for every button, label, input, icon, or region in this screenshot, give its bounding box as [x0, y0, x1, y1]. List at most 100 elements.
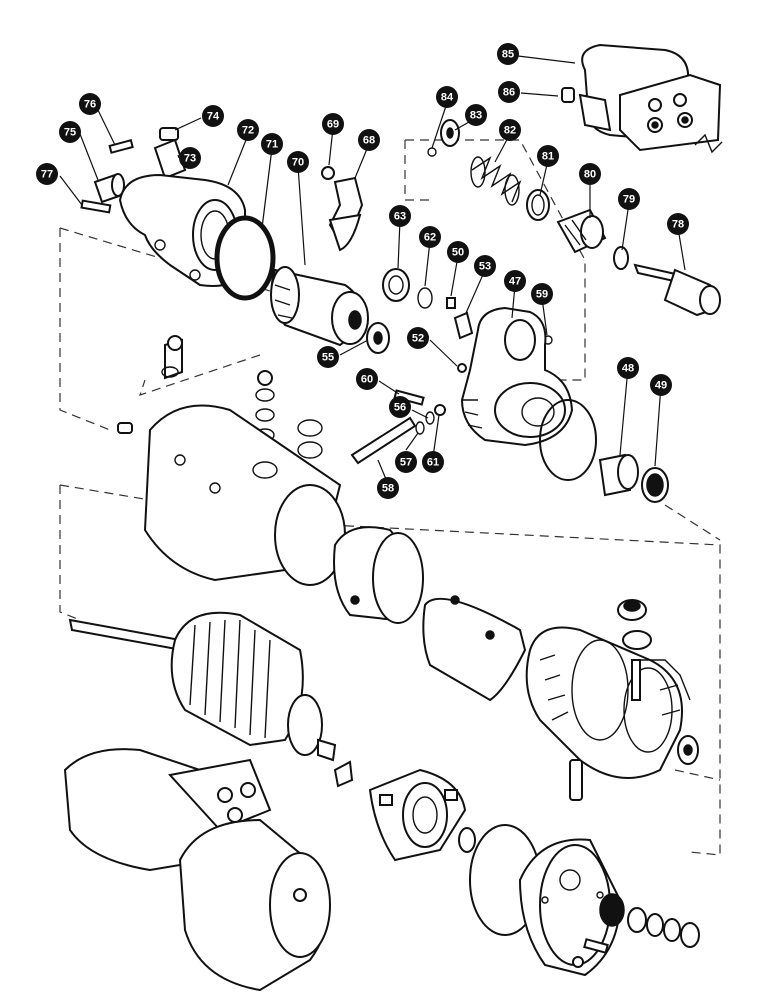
callout-circle	[474, 255, 496, 277]
callout-number: 71	[266, 139, 278, 151]
callout-61: 61	[422, 451, 444, 473]
callout-58: 58	[377, 477, 399, 499]
callout-circle	[497, 43, 519, 65]
callout-52: 52	[407, 327, 429, 349]
callout-circle	[395, 451, 417, 473]
callout-circle	[447, 241, 469, 263]
callout-68: 68	[358, 129, 380, 151]
callout-72: 72	[237, 119, 259, 141]
bolt-part-73-74	[153, 127, 187, 180]
callout-circle	[618, 188, 640, 210]
callout-circle	[537, 145, 559, 167]
spring-part-82	[470, 156, 522, 206]
callout-69: 69	[322, 113, 344, 135]
callout-86: 86	[498, 81, 520, 103]
callout-77: 77	[36, 163, 58, 185]
screw-part-86	[561, 87, 575, 103]
commutator-end-cover	[518, 759, 622, 977]
callout-number: 53	[479, 261, 491, 273]
callout-circle	[436, 86, 458, 108]
callout-73: 73	[179, 147, 201, 169]
callout-60: 60	[356, 368, 378, 390]
callout-56: 56	[389, 396, 411, 418]
callout-circle	[79, 93, 101, 115]
callout-number: 75	[64, 127, 76, 139]
callout-circle	[422, 451, 444, 473]
callout-53: 53	[474, 255, 496, 277]
callout-number: 73	[184, 153, 196, 165]
callout-number: 82	[504, 125, 516, 137]
callout-circle	[650, 374, 672, 396]
callout-circle	[499, 119, 521, 141]
callout-63: 63	[389, 205, 411, 227]
callout-number: 49	[655, 380, 667, 392]
washer-part-83	[440, 119, 460, 147]
callout-circle	[237, 119, 259, 141]
callout-circle	[202, 105, 224, 127]
callout-circle	[389, 205, 411, 227]
washer-commutator-end	[458, 827, 476, 853]
callout-80: 80	[579, 163, 601, 185]
callout-number: 79	[623, 194, 635, 206]
callout-62: 62	[419, 226, 441, 248]
washer-part-55	[366, 322, 390, 354]
callout-number: 76	[84, 99, 96, 111]
callout-number: 69	[327, 119, 339, 131]
callout-circle	[389, 396, 411, 418]
callout-circle	[617, 357, 639, 379]
callout-number: 84	[441, 92, 454, 104]
callout-circle	[465, 104, 487, 126]
armature	[68, 611, 337, 762]
callout-number: 55	[322, 352, 334, 364]
nut-part-52	[457, 363, 467, 373]
callout-circle	[504, 270, 526, 292]
callout-number: 48	[622, 363, 634, 375]
callout-75: 75	[59, 121, 81, 143]
callout-number: 47	[509, 276, 521, 288]
callout-circle	[498, 81, 520, 103]
callout-number: 52	[412, 333, 424, 345]
field-coils	[525, 626, 691, 779]
drive-pinion-part-70	[270, 266, 369, 347]
screw-part-76	[108, 139, 134, 154]
seal-ring-part-71	[214, 215, 276, 301]
callout-84: 84	[436, 86, 458, 108]
callout-55: 55	[317, 346, 339, 368]
callout-circle	[287, 151, 309, 173]
callout-78: 78	[667, 213, 689, 235]
brush-holder	[333, 760, 467, 862]
bushing-part-49	[641, 467, 669, 503]
callout-number: 59	[536, 289, 548, 301]
callout-number: 85	[502, 49, 514, 61]
callout-57: 57	[395, 451, 417, 473]
callout-circle	[419, 226, 441, 248]
pole-shoe	[333, 526, 424, 624]
callout-number: 63	[394, 211, 406, 223]
shift-lever-part-68	[328, 176, 364, 252]
callout-number: 72	[242, 125, 254, 137]
callout-circle	[356, 368, 378, 390]
callout-circle	[358, 129, 380, 151]
callout-number: 74	[207, 111, 220, 123]
callout-number: 70	[292, 157, 304, 169]
plug-part-50	[446, 297, 456, 309]
o-ring	[539, 399, 597, 481]
solenoid-part-85	[578, 43, 723, 154]
bushing-part-63	[382, 268, 410, 302]
callout-number: 57	[400, 457, 412, 469]
nut-part-69	[321, 166, 335, 180]
callout-number: 81	[542, 151, 554, 163]
callout-59: 59	[531, 283, 553, 305]
callout-number: 68	[363, 135, 375, 147]
callout-82: 82	[499, 119, 521, 141]
callout-number: 50	[452, 247, 464, 259]
callout-circle	[59, 121, 81, 143]
terminal-parts-right	[617, 599, 699, 765]
callout-number: 78	[672, 219, 684, 231]
callout-83: 83	[465, 104, 487, 126]
callout-79: 79	[618, 188, 640, 210]
callout-number: 61	[427, 457, 439, 469]
callout-70: 70	[287, 151, 309, 173]
callout-number: 83	[470, 110, 482, 122]
callout-number: 80	[584, 169, 596, 181]
